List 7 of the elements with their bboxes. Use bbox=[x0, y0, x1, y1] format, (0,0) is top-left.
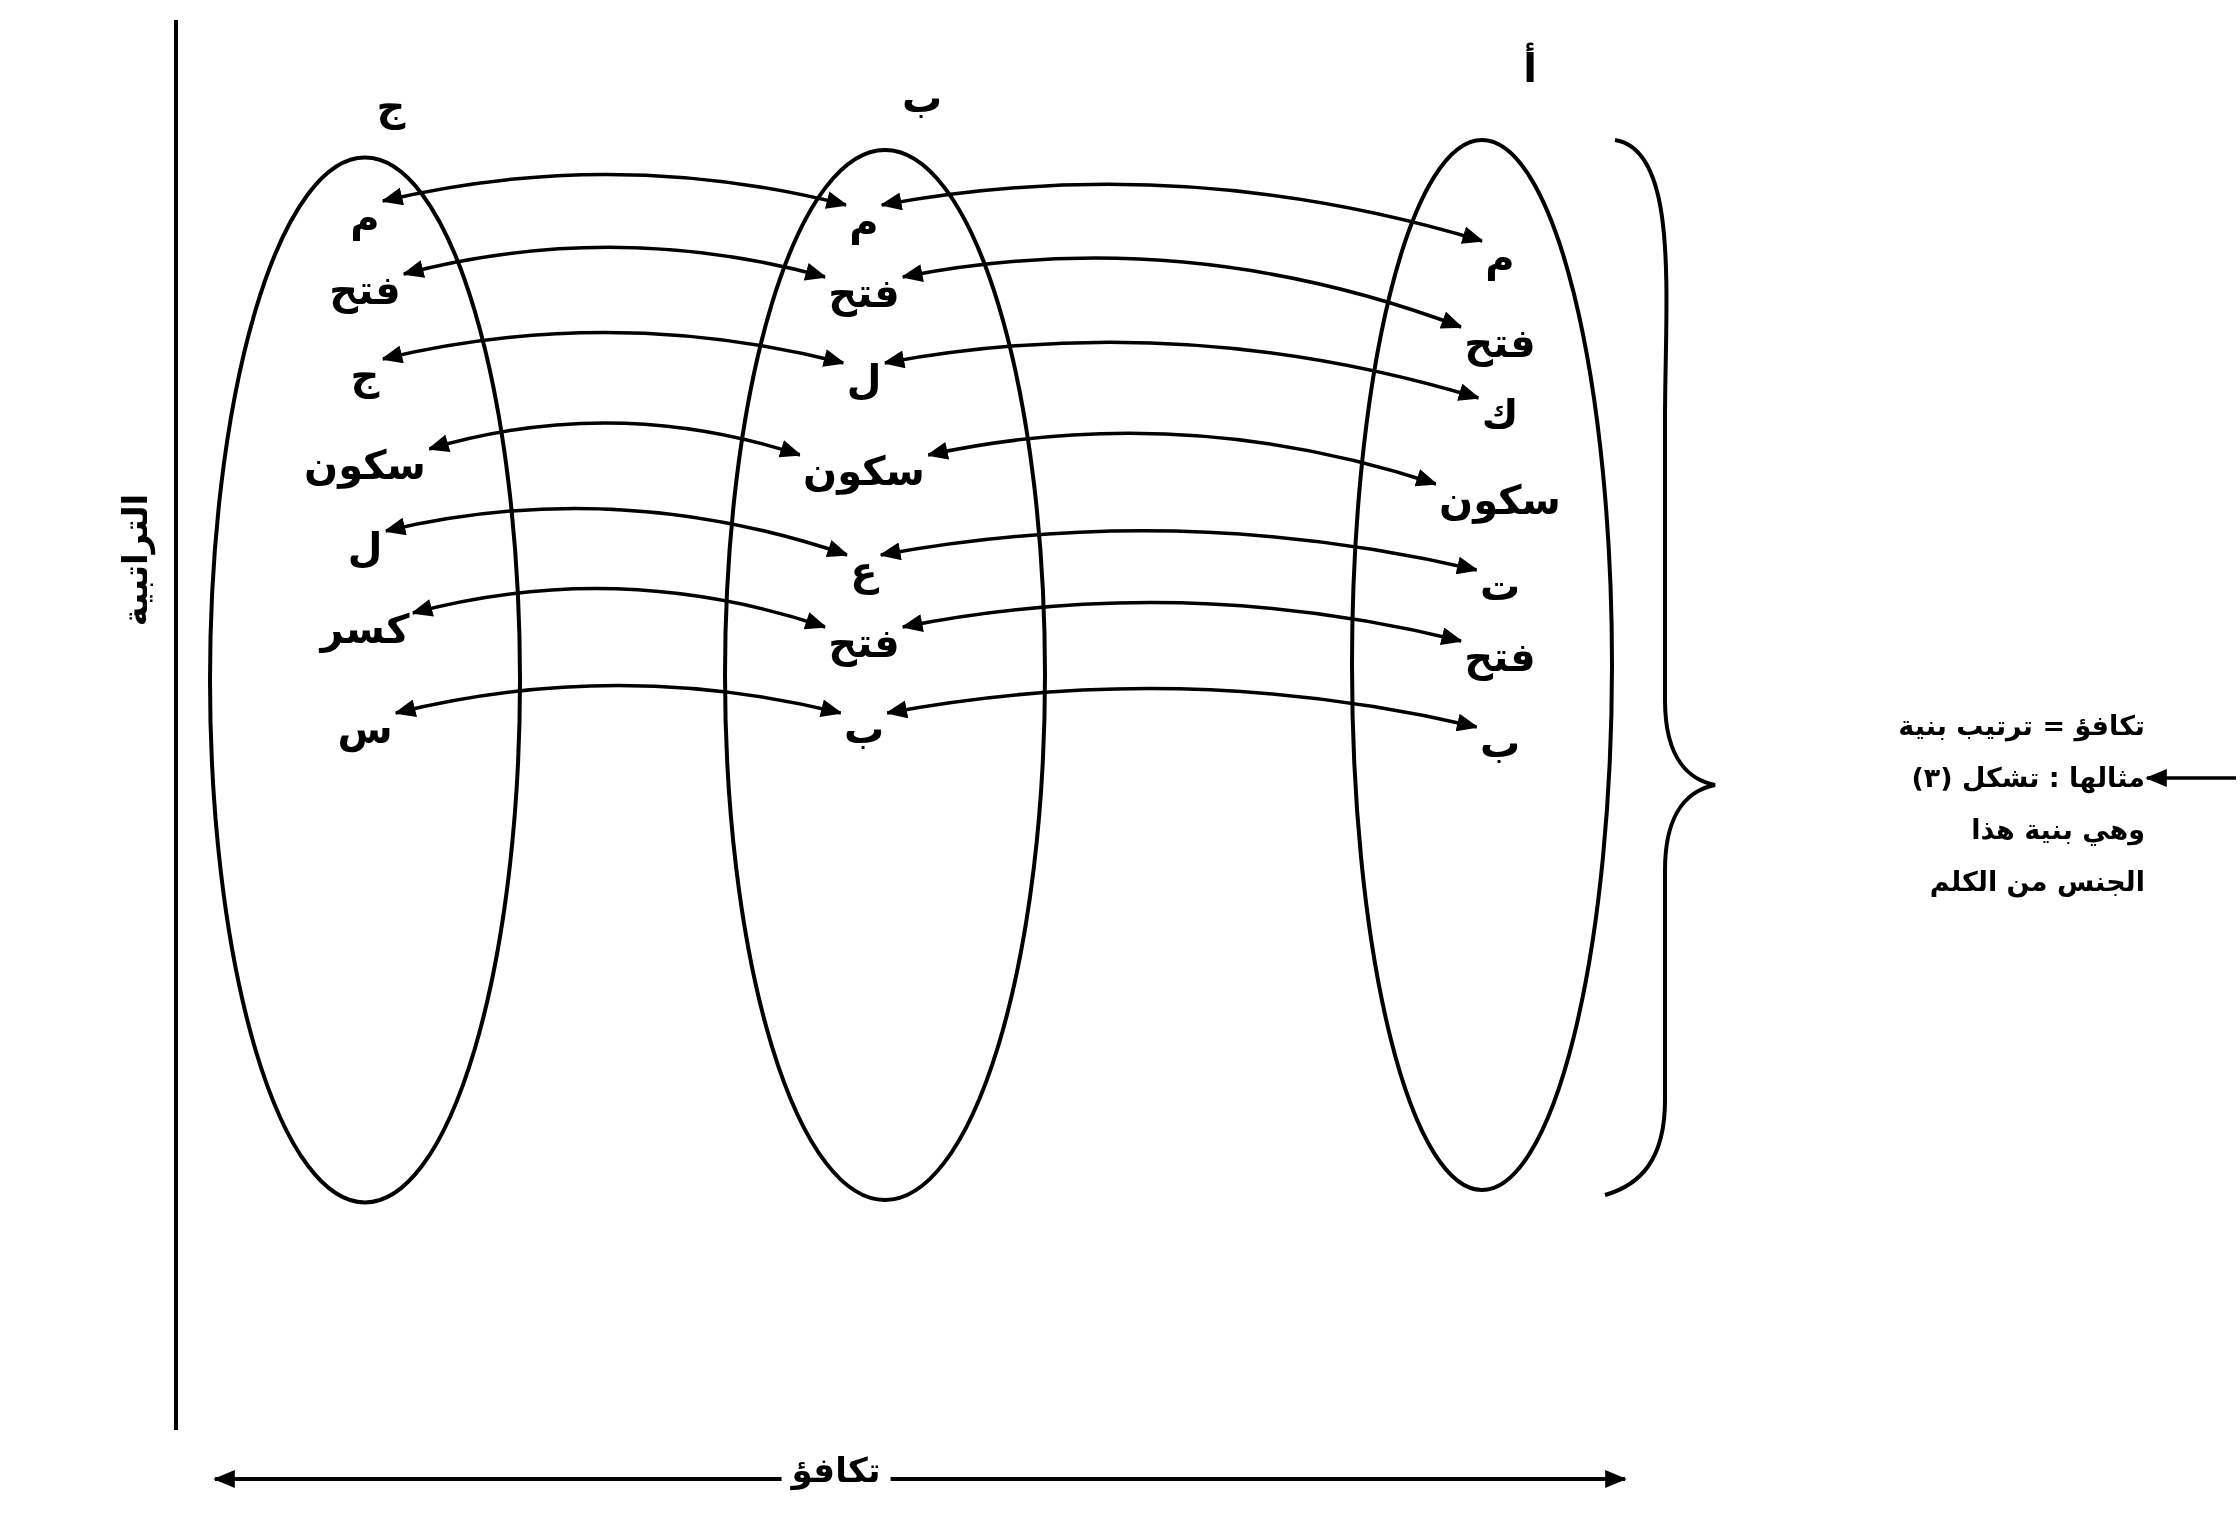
column-letter: ج bbox=[376, 82, 406, 130]
column-letter: ب bbox=[901, 74, 943, 122]
annotation-text: تكافؤ = ترتيب بنية مثالها : تشكل (٣) وهي بنية هذا الجنس من الكلم bbox=[1895, 700, 2145, 908]
arrow bbox=[926, 431, 1438, 487]
arrow bbox=[427, 421, 802, 458]
arrow bbox=[2145, 769, 2236, 787]
column-letter: أ bbox=[1523, 44, 1537, 92]
